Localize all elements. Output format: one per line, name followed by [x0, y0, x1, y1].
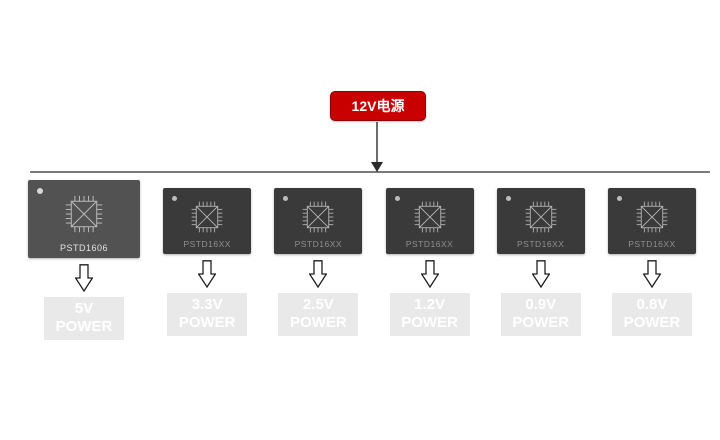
- pin1-dot: [505, 196, 511, 201]
- power-output-box: 2.5V POWER: [278, 293, 359, 336]
- down-arrow-icon: [531, 260, 550, 288]
- power-word: POWER: [290, 314, 347, 331]
- power-word: POWER: [55, 318, 113, 335]
- power-voltage: 2.5V: [302, 296, 334, 313]
- chip-part-number: PSTD16XX: [517, 239, 565, 249]
- down-arrow-icon: [309, 260, 328, 288]
- ic-package-icon: [636, 201, 668, 233]
- chip-part-number: PSTD16XX: [628, 239, 676, 249]
- arrowhead-icon: [371, 162, 383, 172]
- power-output-box: 0.8V POWER: [611, 293, 692, 336]
- chip-package: PSTD1606: [28, 180, 140, 258]
- pin1-dot: [283, 196, 289, 201]
- chips-row: PSTD1606 5V POWER: [28, 180, 696, 340]
- chip-package: PSTD16XX: [607, 188, 696, 254]
- chip-package: PSTD16XX: [274, 188, 363, 254]
- ic-package-icon: [414, 201, 445, 233]
- power-output-box: 3.3V POWER: [167, 293, 248, 336]
- pin1-dot: [172, 196, 178, 201]
- power-source-box: 12V电源: [330, 91, 426, 121]
- down-arrow-icon: [642, 260, 661, 288]
- power-output-box: 0.9V POWER: [500, 293, 581, 336]
- power-voltage: 1.2V: [414, 296, 445, 313]
- chip-column: PSTD16XX 2.5V POWER: [274, 180, 363, 336]
- power-voltage: 5V: [74, 300, 94, 317]
- chip-part-number: PSTD16XX: [183, 239, 231, 249]
- chip-column: PSTD1606 5V POWER: [28, 180, 140, 340]
- power-voltage: 0.8V: [636, 296, 668, 313]
- ic-package-icon: [303, 201, 334, 233]
- chip-column: PSTD16XX 1.2V POWER: [385, 180, 474, 336]
- power-word: POWER: [623, 314, 681, 331]
- chip-column: PSTD16XX 3.3V POWER: [163, 180, 252, 336]
- ic-package-icon: [65, 195, 103, 233]
- chip-part-number: PSTD1606: [59, 243, 109, 253]
- chip-package: PSTD16XX: [163, 188, 252, 254]
- ic-package-icon: [191, 201, 223, 233]
- chip-column: PSTD16XX 0.8V POWER: [607, 180, 696, 336]
- power-output-box: 1.2V POWER: [389, 293, 470, 336]
- pin1-dot: [394, 196, 400, 201]
- pin1-dot: [616, 196, 622, 201]
- chip-part-number: PSTD16XX: [405, 239, 454, 249]
- pin1-dot: [37, 188, 43, 194]
- power-word: POWER: [401, 314, 458, 331]
- power-word: POWER: [512, 314, 570, 331]
- down-arrow-icon: [420, 260, 439, 288]
- power-output-box: 5V POWER: [44, 297, 124, 340]
- down-arrow-icon: [198, 260, 217, 288]
- chip-part-number: PSTD16XX: [294, 239, 343, 249]
- chip-column: PSTD16XX 0.9V POWER: [496, 180, 585, 336]
- power-voltage: 3.3V: [191, 296, 223, 313]
- chip-package: PSTD16XX: [496, 188, 585, 254]
- ic-package-icon: [525, 201, 557, 233]
- down-arrow-icon: [75, 264, 93, 292]
- power-word: POWER: [178, 314, 236, 331]
- power-voltage: 0.9V: [525, 296, 557, 313]
- chip-package: PSTD16XX: [385, 188, 474, 254]
